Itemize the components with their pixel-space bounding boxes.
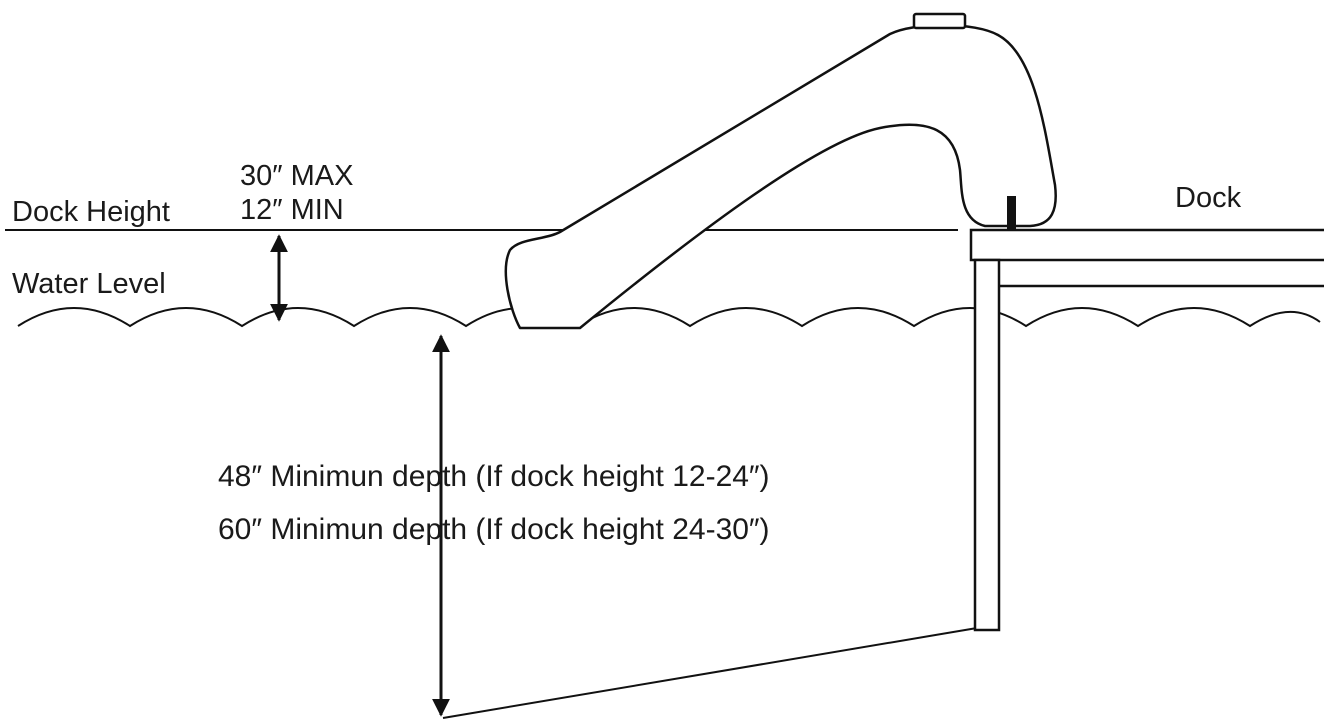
height-min-label: 12″ MIN [240,194,344,226]
depth-rule-1-label: 48″ Minimun depth (If dock height 12-24″… [218,460,770,493]
slide-top-handle [912,12,967,30]
slide-mount-bracket [1007,196,1016,230]
slide-body [504,23,1057,330]
depth-rule-2-label: 60″ Minimun depth (If dock height 24-30″… [218,513,770,546]
lake-bottom-line [442,627,978,719]
water-level-label: Water Level [12,268,166,300]
height-max-label: 30″ MAX [240,160,354,192]
dock-deck [969,228,1324,262]
dock-height-label: Dock Height [12,196,170,228]
dock-label: Dock [1175,182,1242,214]
water-surface-wave [17,307,1321,328]
dock-post [973,258,1001,632]
